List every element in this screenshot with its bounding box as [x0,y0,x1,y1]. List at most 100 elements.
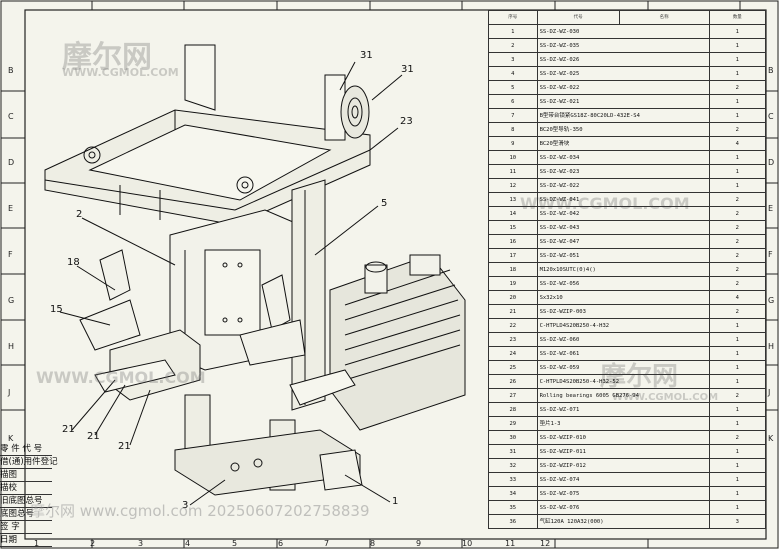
bom-part-code: M120x10SUTC(0)4() [536,262,710,277]
bom-part-code: SS-DZ-WZ-022 [536,178,710,193]
zone-side-E-r: E [768,204,774,213]
bom-item-number: 24 [488,346,538,361]
bom-item-number: 33 [488,472,538,487]
zone-top-9: 9 [416,539,422,548]
side-zone-ticks [1,90,778,411]
bom-part-code: SS-DZ-WZ-023 [536,164,710,179]
watermark-site-2: WWW.CGMOL.COM [36,368,206,387]
bom-item-number: 8 [488,122,538,137]
bom-part-code: SS-DZ-WZ-021 [536,94,710,109]
zone-side-D-l: D [8,158,15,167]
bom-quantity: 1 [708,24,767,39]
zone-side-E-l: E [8,204,14,213]
bom-quantity: 1 [708,360,767,375]
bom-quantity: 1 [708,318,767,333]
bom-quantity: 2 [708,80,767,95]
bom-part-code: C-HTPLD4S20B250-4-H32 [536,318,710,333]
bom-item-number: 19 [488,276,538,291]
zone-top-2: 2 [90,539,96,548]
zone-side-K-r: K [768,434,774,443]
zone-top-4: 4 [185,539,191,548]
bom-quantity: 1 [708,486,767,501]
bom-item-number: 30 [488,430,538,445]
bom-part-code: B型带台锁紧GS18Z-80C20LD-432E-S4 [536,108,710,123]
bom-quantity: 2 [708,122,767,137]
bom-part-code: SS-DZ-WZ-047 [536,234,710,249]
zone-side-H-l: H [8,342,15,351]
bom-quantity: 1 [708,332,767,347]
callout-1: 1 [392,496,399,507]
bom-quantity: 1 [708,472,767,487]
zone-top-8: 8 [370,539,376,548]
bom-part-code: BC20型滑块 [536,136,710,151]
bom-quantity: 1 [708,38,767,53]
bom-part-code: SS-DZ-WZ-025 [536,66,710,81]
bom-part-code: SS-DZ-WZ-075 [536,486,710,501]
bom-item-number: 27 [488,388,538,403]
bom-quantity: 2 [708,192,767,207]
callout-31a: 31 [360,50,373,61]
bom-header-cell: 数量 [708,10,767,25]
bom-part-code: SS-DZ-WZ-056 [536,276,710,291]
bom-item-number: 22 [488,318,538,333]
bom-item-number: 5 [488,80,538,95]
zone-top-5: 5 [232,539,238,548]
bom-quantity: 2 [708,276,767,291]
bom-quantity: 1 [708,164,767,179]
bom-quantity: 1 [708,500,767,515]
title-block-row: 借(通)用件登记 [0,457,58,469]
bom-item-number: 7 [488,108,538,123]
bom-quantity: 2 [708,262,767,277]
bom-item-number: 10 [488,150,538,165]
zone-side-C-l: C [8,112,14,121]
bom-quantity: 2 [708,248,767,263]
callout-23: 23 [400,116,413,127]
bom-item-number: 25 [488,360,538,375]
bom-item-number: 3 [488,52,538,67]
bom-item-number: 1 [488,24,538,39]
bom-header-cell: 序号 [488,10,538,25]
callout-21c: 21 [118,441,131,452]
bom-part-code: BC20型导轨-350 [536,122,710,137]
bom-item-number: 18 [488,262,538,277]
zone-side-J-l: J [8,388,11,397]
bom-part-code: C-HTPLD4S20B250-4-H32-52 [536,374,710,389]
bom-item-number: 21 [488,304,538,319]
title-block-row: 日期 [0,534,52,547]
bom-part-code: SS-DZ-WZ-071 [536,402,710,417]
callout-5: 5 [381,198,388,209]
bom-item-number: 34 [488,486,538,501]
bom-quantity: 1 [708,178,767,193]
bom-quantity: 2 [708,388,767,403]
bom-part-code: SS-DZ-WZ-022 [536,80,710,95]
bom-item-number: 9 [488,136,538,151]
callout-21b: 21 [87,431,100,442]
bom-item-number: 13 [488,192,538,207]
bom-quantity: 2 [708,304,767,319]
title-block-row: 零 件 代 号 [0,443,52,456]
callout-31b: 31 [401,64,414,75]
